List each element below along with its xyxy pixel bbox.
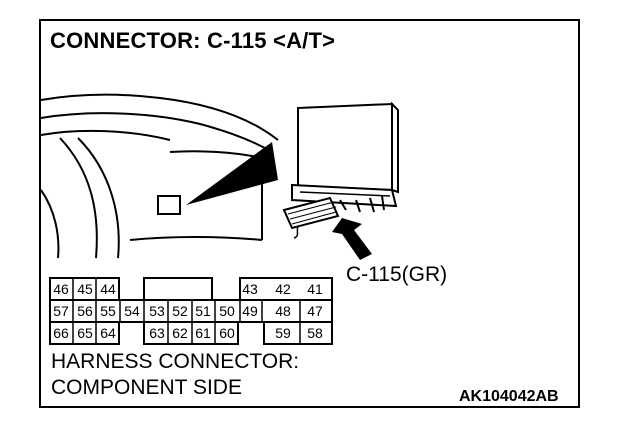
pin-number: 63 xyxy=(149,325,165,341)
pin-number: 53 xyxy=(149,303,165,319)
figure-code: AK104042AB xyxy=(459,388,559,405)
diagram-title: CONNECTOR: C-115 <A/T> xyxy=(50,28,336,53)
pin-number: 46 xyxy=(53,281,69,297)
pin-number: 48 xyxy=(275,303,291,319)
pin-number: 58 xyxy=(307,325,323,341)
pin-number: 55 xyxy=(100,303,116,319)
harness-label-line1: HARNESS CONNECTOR: xyxy=(51,350,300,373)
ecu-module-drawing xyxy=(282,101,399,239)
pin-number: 49 xyxy=(242,303,258,319)
pin-number: 45 xyxy=(77,281,93,297)
pin-number: 57 xyxy=(53,303,69,319)
pin-number: 64 xyxy=(100,325,116,341)
pin-number: 47 xyxy=(307,303,323,319)
dashboard-drawing xyxy=(40,93,279,259)
connector-label: C-115(GR) xyxy=(346,263,448,286)
harness-label-line2: COMPONENT SIDE xyxy=(51,376,242,399)
pin-number: 50 xyxy=(219,303,235,319)
pin-number: 65 xyxy=(77,325,93,341)
arrow-icon xyxy=(332,218,372,260)
pin-number: 62 xyxy=(172,325,188,341)
pin-number: 56 xyxy=(77,303,93,319)
pin-number: 41 xyxy=(307,281,323,297)
pin-number: 61 xyxy=(195,325,211,341)
pin-number: 42 xyxy=(275,281,291,297)
pin-number: 54 xyxy=(124,303,140,319)
pin-number: 66 xyxy=(53,325,69,341)
pointer-wedge xyxy=(186,142,278,205)
pin-number: 52 xyxy=(172,303,188,319)
fuse-box-drawing xyxy=(157,195,181,215)
pin-number: 44 xyxy=(100,281,116,297)
pin-number: 51 xyxy=(195,303,211,319)
pin-number: 60 xyxy=(219,325,235,341)
pin-number: 59 xyxy=(275,325,291,341)
pin-diagram xyxy=(49,277,333,345)
pin-number: 43 xyxy=(242,281,258,297)
